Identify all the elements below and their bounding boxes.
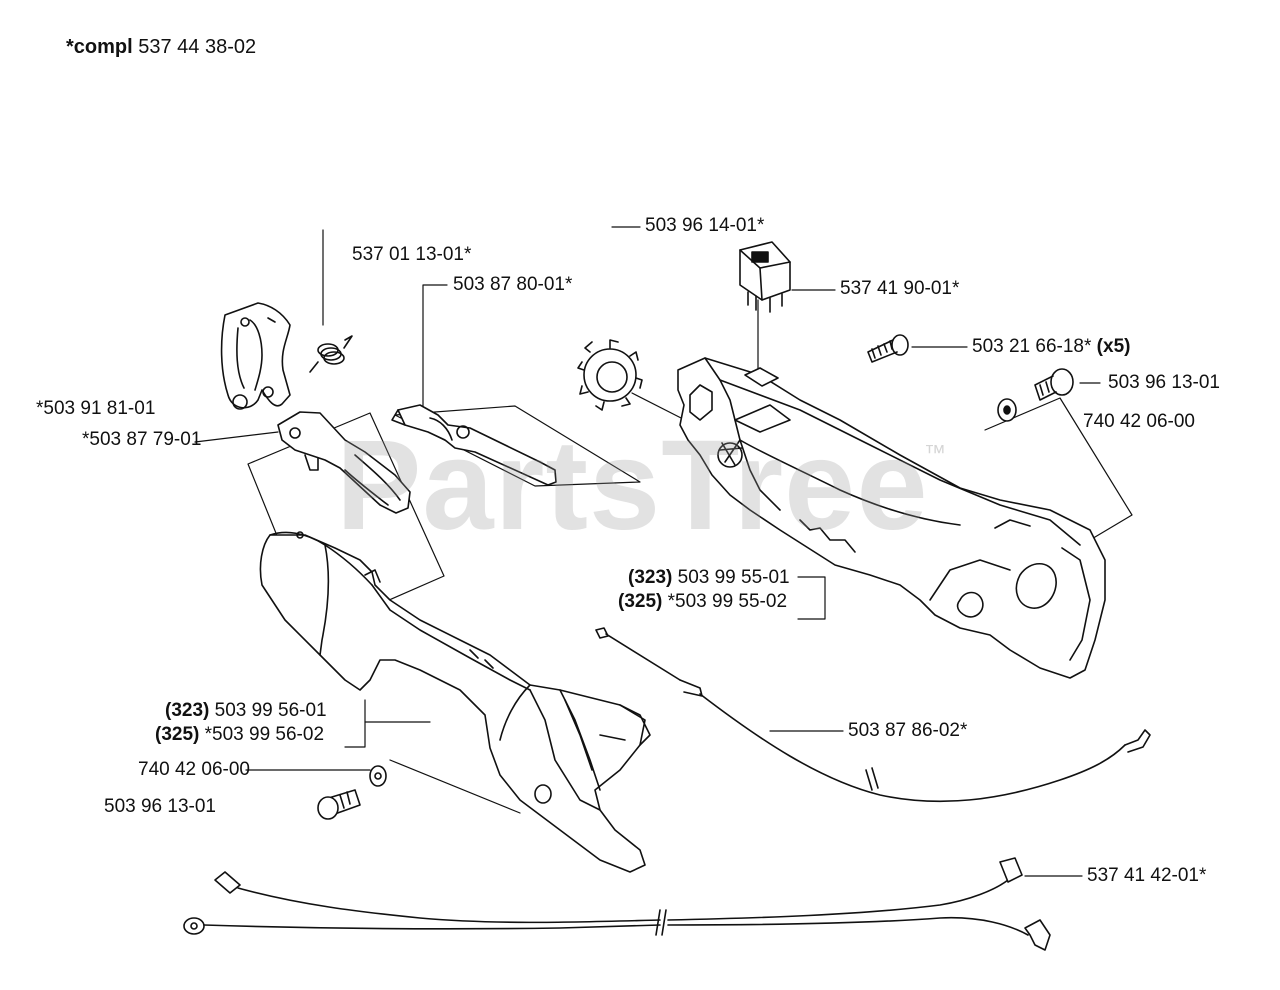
part-number: 503 21 66-18* [972, 336, 1092, 357]
part-number: 503 99 56-01 [214, 700, 327, 721]
part-label-503-91-81-01[interactable]: *503 91 81-01 [36, 398, 156, 419]
spring-part [309, 335, 353, 373]
part-label-503-99-56-01[interactable]: (323) 503 99 56-01 [165, 700, 327, 722]
part-label-503-87-86-02[interactable]: 503 87 86-02* [848, 720, 968, 741]
model-code: (323) [165, 700, 210, 721]
compl-label: *compl [66, 36, 133, 58]
part-label-503-21-66-18[interactable]: 503 21 66-18* (x5) [972, 336, 1130, 358]
model-code: (325) [155, 724, 200, 745]
part-label-537-01-13-01[interactable]: 537 01 13-01* [352, 244, 472, 265]
throttle-trigger-part [277, 411, 411, 514]
part-label-503-99-56-02[interactable]: (325) *503 99 56-02 [155, 724, 324, 746]
wire-harness [183, 857, 1051, 951]
assembly-header: *compl 537 44 38-02 [66, 36, 256, 58]
retainer-ring-part [577, 339, 643, 411]
handle-shell-left [259, 531, 651, 873]
part-label-740-42-06-00-right[interactable]: 740 42 06-00 [1083, 411, 1195, 432]
quantity: (x5) [1096, 336, 1131, 357]
switch-part [739, 241, 791, 313]
part-number: *503 99 56-02 [204, 724, 325, 745]
screw-part-right [867, 334, 909, 363]
part-label-503-96-13-01-left[interactable]: 503 96 13-01 [104, 796, 216, 817]
part-label-503-87-80-01[interactable]: 503 87 80-01* [453, 274, 573, 295]
screw-washer-left [317, 765, 387, 820]
part-label-537-41-90-01[interactable]: 537 41 90-01* [840, 278, 960, 299]
compl-part-number[interactable]: 537 44 38-02 [138, 36, 257, 58]
model-code: (325) [618, 591, 663, 612]
part-label-503-99-55-02[interactable]: (325) *503 99 55-02 [618, 591, 787, 613]
watermark-brand: PartsTree [336, 414, 929, 557]
part-label-503-96-13-01-right[interactable]: 503 96 13-01 [1108, 372, 1220, 393]
part-label-740-42-06-00-left[interactable]: 740 42 06-00 [138, 759, 250, 780]
screw-washer-right [997, 368, 1074, 422]
handle-housing-right [677, 357, 1106, 679]
clamp-part [220, 302, 291, 410]
model-code: (323) [628, 567, 673, 588]
part-label-503-99-55-01[interactable]: (323) 503 99 55-01 [628, 567, 790, 589]
lever-part [391, 404, 557, 486]
leader-lines [194, 226, 1133, 877]
part-label-503-96-14-01[interactable]: 503 96 14-01* [645, 215, 765, 236]
part-label-537-41-42-01[interactable]: 537 41 42-01* [1087, 865, 1207, 886]
part-label-503-87-79-01[interactable]: *503 87 79-01 [82, 429, 202, 450]
throttle-cable [595, 627, 1151, 803]
part-number: 503 99 55-01 [677, 567, 790, 588]
part-number: *503 99 55-02 [667, 591, 788, 612]
watermark-trademark: ™ [924, 440, 946, 465]
